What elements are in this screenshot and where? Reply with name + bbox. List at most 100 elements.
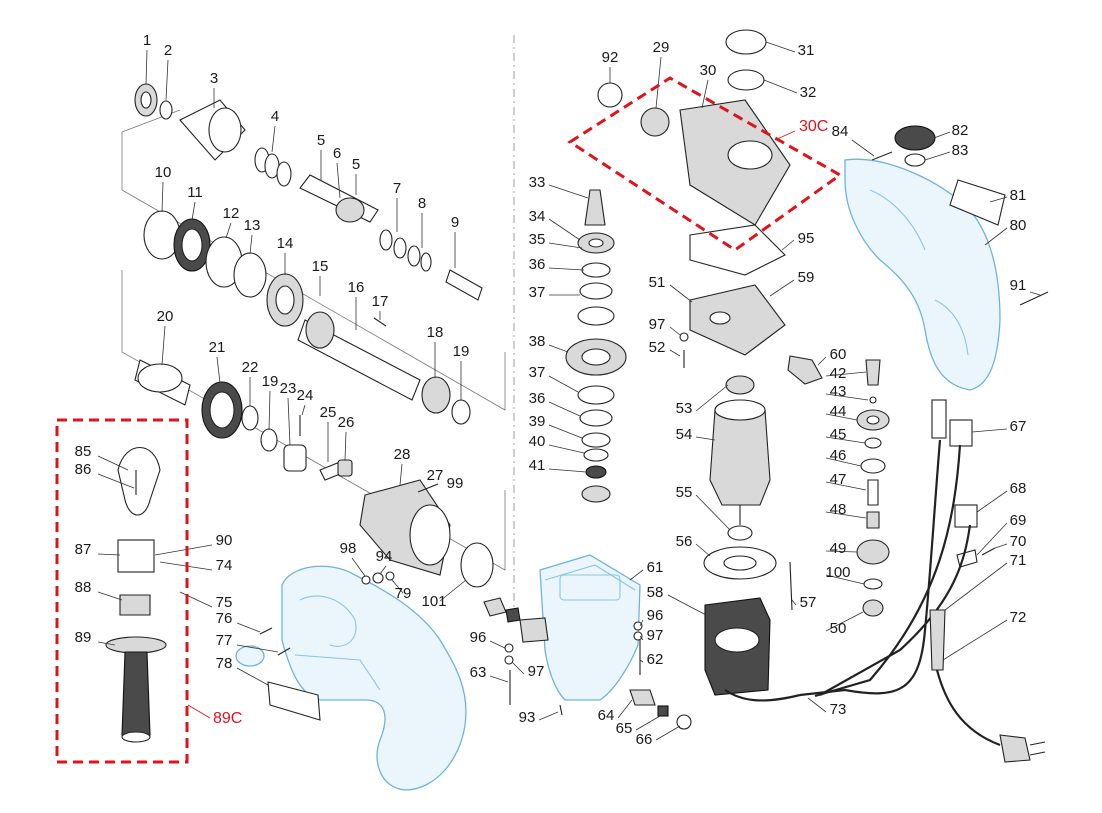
part-number-label: 76 bbox=[216, 610, 233, 627]
part-number-label: 29 bbox=[653, 39, 670, 56]
part-number-label: 85 bbox=[75, 443, 92, 460]
part-number-label: 45 bbox=[830, 426, 847, 443]
part-number-label: 16 bbox=[348, 279, 365, 296]
part-number-label: 42 bbox=[830, 365, 847, 382]
part-number-label: 97 bbox=[647, 627, 664, 644]
part-number-label: 44 bbox=[830, 403, 847, 420]
part-number-label: 71 bbox=[1010, 552, 1027, 569]
part-number-label: 70 bbox=[1010, 533, 1027, 550]
part-number-label: 15 bbox=[312, 258, 329, 275]
part-number-label: 36 bbox=[529, 390, 546, 407]
part-number-label: 93 bbox=[519, 709, 536, 726]
part-number-label: 65 bbox=[616, 720, 633, 737]
part-number-label: 63 bbox=[470, 664, 487, 681]
part-number-label: 8 bbox=[418, 195, 426, 212]
part-number-label: 56 bbox=[676, 533, 693, 550]
part-number-label: 62 bbox=[647, 651, 664, 668]
part-number-label: 79 bbox=[395, 585, 412, 602]
part-number-label: 32 bbox=[800, 84, 817, 101]
assembly-label-89c: 89C bbox=[213, 710, 242, 727]
part-number-label: 38 bbox=[529, 333, 546, 350]
part-number-label: 11 bbox=[187, 184, 203, 201]
part-number-label: 30 bbox=[700, 62, 717, 79]
part-number-label: 2 bbox=[164, 42, 172, 59]
part-number-label: 50 bbox=[830, 620, 847, 637]
part-number-label: 6 bbox=[333, 145, 341, 162]
part-number-label: 22 bbox=[242, 359, 259, 376]
part-number-label: 81 bbox=[1010, 187, 1027, 204]
part-number-label: 37 bbox=[529, 364, 546, 381]
part-number-label: 98 bbox=[340, 540, 357, 557]
part-number-label: 28 bbox=[394, 446, 411, 463]
part-number-label: 95 bbox=[798, 230, 815, 247]
part-number-label: 26 bbox=[338, 414, 355, 431]
part-number-label: 5 bbox=[317, 132, 325, 149]
part-number-label: 21 bbox=[209, 339, 226, 356]
part-number-label: 13 bbox=[244, 217, 261, 234]
part-number-label: 19 bbox=[453, 343, 470, 360]
part-number-label: 68 bbox=[1010, 480, 1027, 497]
part-number-label: 27 bbox=[427, 467, 444, 484]
part-number-label: 52 bbox=[649, 339, 666, 356]
part-number-label: 66 bbox=[636, 731, 653, 748]
part-number-label: 53 bbox=[676, 400, 693, 417]
part-number-label: 5 bbox=[352, 156, 360, 173]
part-number-label: 77 bbox=[216, 632, 233, 649]
part-number-label: 40 bbox=[529, 433, 546, 450]
leader-lines bbox=[97, 41, 1041, 741]
part-number-label: 86 bbox=[75, 461, 92, 478]
part-number-label: 96 bbox=[647, 607, 664, 624]
part-number-label: 20 bbox=[157, 308, 174, 325]
part-number-label: 84 bbox=[832, 123, 849, 140]
part-number-label: 49 bbox=[830, 540, 847, 557]
part-number-label: 90 bbox=[216, 532, 233, 549]
part-number-label: 97 bbox=[528, 663, 545, 680]
part-number-label: 87 bbox=[75, 541, 92, 558]
part-number-label: 97 bbox=[649, 316, 666, 333]
part-number-label: 61 bbox=[647, 559, 664, 576]
part-number-label: 75 bbox=[216, 594, 233, 611]
part-number-label: 25 bbox=[320, 404, 337, 421]
part-number-label: 46 bbox=[830, 447, 847, 464]
motor-housing bbox=[539, 554, 641, 701]
part-number-label: 10 bbox=[155, 164, 172, 181]
part-number-label: 48 bbox=[830, 501, 847, 518]
part-number-label: 60 bbox=[830, 346, 847, 363]
part-number-label: 31 bbox=[798, 42, 815, 59]
part-number-label: 14 bbox=[277, 235, 294, 252]
parts bbox=[105, 29, 1049, 763]
part-number-label: 7 bbox=[393, 180, 401, 197]
part-number-label: 24 bbox=[297, 387, 314, 404]
part-number-label: 3 bbox=[210, 70, 218, 87]
part-number-label: 101 bbox=[421, 593, 446, 610]
part-number-label: 23 bbox=[280, 380, 297, 397]
part-number-label: 1 bbox=[143, 32, 151, 49]
part-number-label: 34 bbox=[529, 208, 546, 225]
part-number-label: 39 bbox=[529, 413, 546, 430]
blue-housing-parts bbox=[281, 158, 1001, 791]
part-number-label: 19 bbox=[262, 373, 279, 390]
part-number-label: 4 bbox=[271, 108, 279, 125]
part-number-label: 43 bbox=[830, 383, 847, 400]
part-number-label: 83 bbox=[952, 142, 969, 159]
part-number-label: 35 bbox=[529, 231, 546, 248]
assembly-outline-89c bbox=[55, 418, 189, 764]
part-number-label: 80 bbox=[1010, 217, 1027, 234]
assembly-outlines bbox=[55, 76, 843, 764]
part-number-label: 33 bbox=[529, 174, 546, 191]
part-number-label: 54 bbox=[676, 426, 693, 443]
part-number-label: 74 bbox=[216, 557, 233, 574]
assembly-guide-lines bbox=[121, 35, 515, 620]
part-number-label: 58 bbox=[647, 584, 664, 601]
part-number-label: 96 bbox=[470, 629, 487, 646]
part-number-label: 94 bbox=[376, 548, 393, 565]
part-number-label: 18 bbox=[427, 324, 444, 341]
part-number-label: 36 bbox=[529, 256, 546, 273]
part-number-label: 64 bbox=[598, 707, 615, 724]
part-number-label: 57 bbox=[800, 594, 817, 611]
part-number-label: 99 bbox=[447, 475, 464, 492]
part-number-label: 47 bbox=[830, 471, 847, 488]
part-number-label: 51 bbox=[649, 274, 666, 291]
